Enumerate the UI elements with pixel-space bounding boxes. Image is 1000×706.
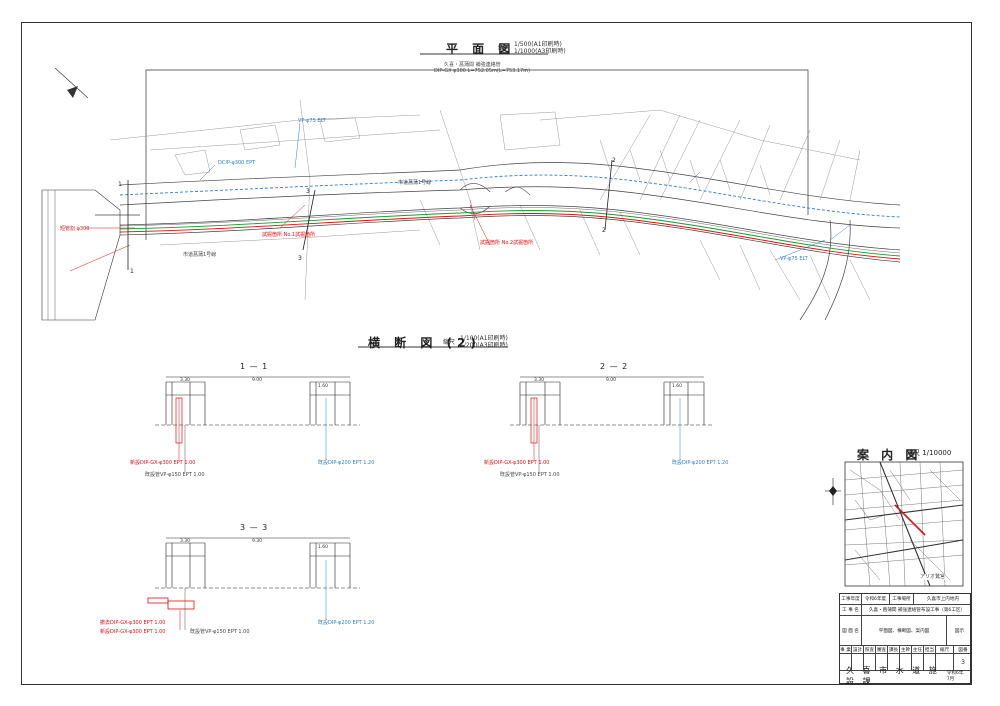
tb-drawing: 平面図、横断図、案内図 [862,616,947,645]
section-2-red-note: 新設DIP-GX-φ300 EPT 1.00 [484,460,550,466]
svg-text:1: 1 [130,268,134,275]
section-2-blue-note: 既設DIP-φ200 EPT 1.20 [672,460,729,466]
red-label-3: 試掘箇所 No.2試掘箇所 [480,240,534,246]
section-1-blue-note: 既設DIP-φ200 EPT 1.20 [318,460,375,466]
tb-year: 令和6年度 [862,594,890,604]
plan-title: 平 面 図 [446,42,516,56]
tb-year-label: 工事年度 [840,594,862,604]
road-label-2: 市道菖蒲1号線 [183,252,217,258]
plan-scale-a3: 1/1000(A3印刷時) [514,48,566,55]
tb-date: 令和6年7月 [946,671,964,682]
pipe-note-2: DIP-GX φ300 L=752.05m(L=753.17m) [434,68,531,74]
pipe-note-1: 久喜・菖蒲間 補強連絡管 [444,62,501,68]
blue-label-1: VP-φ75 ELT [298,118,326,124]
svg-text:1: 1 [118,181,122,188]
section-1-right: 1.60 [318,384,329,389]
section-3-width: 9.30 [252,539,263,544]
drawing-sheet [21,22,972,685]
section-1-left: 3.30 [180,378,191,383]
cross-section-lines [155,376,714,589]
svg-text:2: 2 [612,157,616,164]
section-3-left: 3.30 [180,539,191,544]
section-3-right: 1.60 [318,545,329,550]
tb-r4-2: 照査 [864,646,876,653]
guide-map [825,461,964,587]
cross-scale-label: 縮尺 [443,339,456,346]
cross-title: 横 断 図 (2) [368,336,481,350]
section-2-left: 3.30 [534,378,545,383]
tb-r4-6: 主任 [912,646,924,653]
section-3-blue-note: 既設DIP-φ200 EPT 1.20 [318,620,375,626]
guide-place-label: アリオ鷲宮 [920,574,946,580]
cross-scale-a1: 1/100(A1印刷時) [460,335,508,342]
section-1-width: 9.00 [252,378,263,383]
north-arrow-icon [54,67,89,99]
svg-text:3: 3 [306,188,310,195]
plan-scale-label: 縮尺 [498,45,511,52]
svg-text:2: 2 [602,227,606,234]
svg-text:3: 3 [298,255,302,262]
tb-drawing-label: 図 面 名 [840,616,862,645]
tb-shown: 図示 [954,628,965,634]
tb-r4-3: 審査 [876,646,888,653]
section-3-label: 3 — 3 [240,523,269,532]
guide-scale: 縮尺 1/10000 [906,449,952,457]
tb-org-row: 久 喜 市 水 道 施 設 課 令和6年7月 [840,666,970,686]
blue-label-3: DCIP-φ300 EPT [218,160,256,166]
tb-name: 久喜・菖蒲間 補強連絡管布設工事（第6工区） [868,608,966,613]
section-3-gray-note: 既設管VP-φ150 EPT 1.00 [190,629,250,635]
section-3-red-note-2: 撤去DIP-GX-φ300 EPT 1.00 [100,620,166,626]
tb-sheet-no: 3 [961,658,965,666]
cross-scale-a3: 1/200(A3印刷時) [460,342,508,349]
tb-r4-7: 担当 [924,646,936,653]
tb-r4-9: 図番 [958,647,968,653]
guide-title: 案 内 図 [857,448,922,462]
section-2-gray-note: 既設管VP-φ150 EPT 1.00 [500,472,560,478]
compass-icon [825,478,841,505]
tb-name-label: 工 事 名 [840,605,862,615]
section-2-right: 1.60 [672,384,683,389]
tb-r4-8: 縮尺 [936,646,954,653]
red-label-2: 試掘箇所 No.1試掘箇所 [262,232,316,238]
road-label-1: 市道菖蒲1号線 [398,180,432,186]
section-3-red-note: 新設DIP-GX-φ300 EPT 1.00 [100,629,166,635]
tb-r4-4: 課長 [888,646,900,653]
section-2-width: 9.00 [606,378,617,383]
section-2-label: 2 — 2 [600,362,629,371]
tb-r4-5: 主幹 [900,646,912,653]
tb-place-label: 工事場所 [890,594,914,604]
tb-r4-0: 事 業 [840,646,852,653]
red-label-1: 短管割 φ300 [60,226,90,232]
tb-place: 久喜市上内地内 [926,597,960,602]
title-block: 工事年度 令和6年度 工事場所 久喜市上内地内 工 事 名 久喜・菖蒲間 補強連… [839,593,971,686]
plan-scale-a1: 1/500(A1印刷時) [514,41,562,48]
tb-r4-1: 設計 [852,646,864,653]
blue-label-2: VP-φ75 ELT [780,256,808,262]
section-1-gray-note: 既設管VP-φ150 EPT 1.00 [145,472,205,478]
section-1-red-note: 新設DIP-GX-φ300 EPT 1.00 [130,460,196,466]
section-1-label: 1 — 1 [240,362,269,371]
tb-org: 久 喜 市 水 道 施 設 課 [846,666,940,686]
